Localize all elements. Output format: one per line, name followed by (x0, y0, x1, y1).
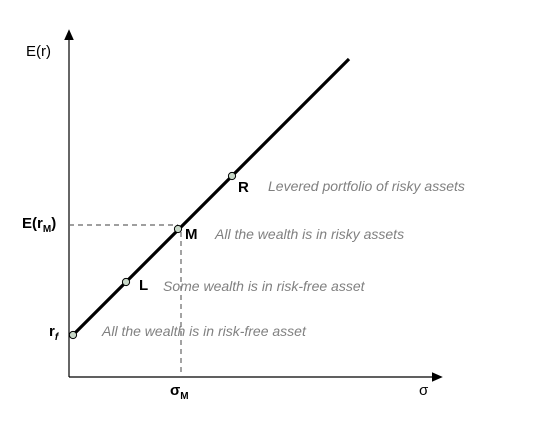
x-axis-label: σ (419, 382, 429, 399)
y-tick-risk-free-main: r (49, 323, 55, 340)
point-r-label: R (238, 179, 249, 196)
y-tick-market-return-close: ) (51, 215, 57, 232)
y-tick-market-return-main: E(r (22, 215, 43, 232)
point-l-label: L (139, 277, 149, 294)
x-tick-market-risk: σM (170, 382, 189, 402)
annotation-levered: Levered portfolio of risky assets (268, 178, 465, 194)
y-tick-market-return-sub: M (42, 224, 52, 235)
annotation-risky: All the wealth is in risky assets (215, 226, 405, 242)
point-rf-marker (68, 330, 78, 340)
annotation-all-risk-free: All the wealth is in risk-free asset (102, 323, 306, 339)
point-m-marker (173, 224, 183, 234)
y-axis-label: E(r) (26, 43, 51, 60)
point-m-label: M (185, 226, 198, 243)
capital-allocation-line (70, 57, 351, 338)
point-r-marker (227, 171, 237, 181)
y-tick-risk-free: rf (49, 323, 58, 343)
x-tick-market-risk-sub: M (180, 391, 189, 402)
y-tick-risk-free-sub: f (54, 332, 59, 343)
x-tick-market-risk-main: σ (170, 382, 181, 399)
y-tick-market-return: E(rM) (22, 215, 57, 235)
annotation-some-risk-free: Some wealth is in risk-free asset (163, 278, 365, 294)
point-l-marker (121, 277, 131, 287)
